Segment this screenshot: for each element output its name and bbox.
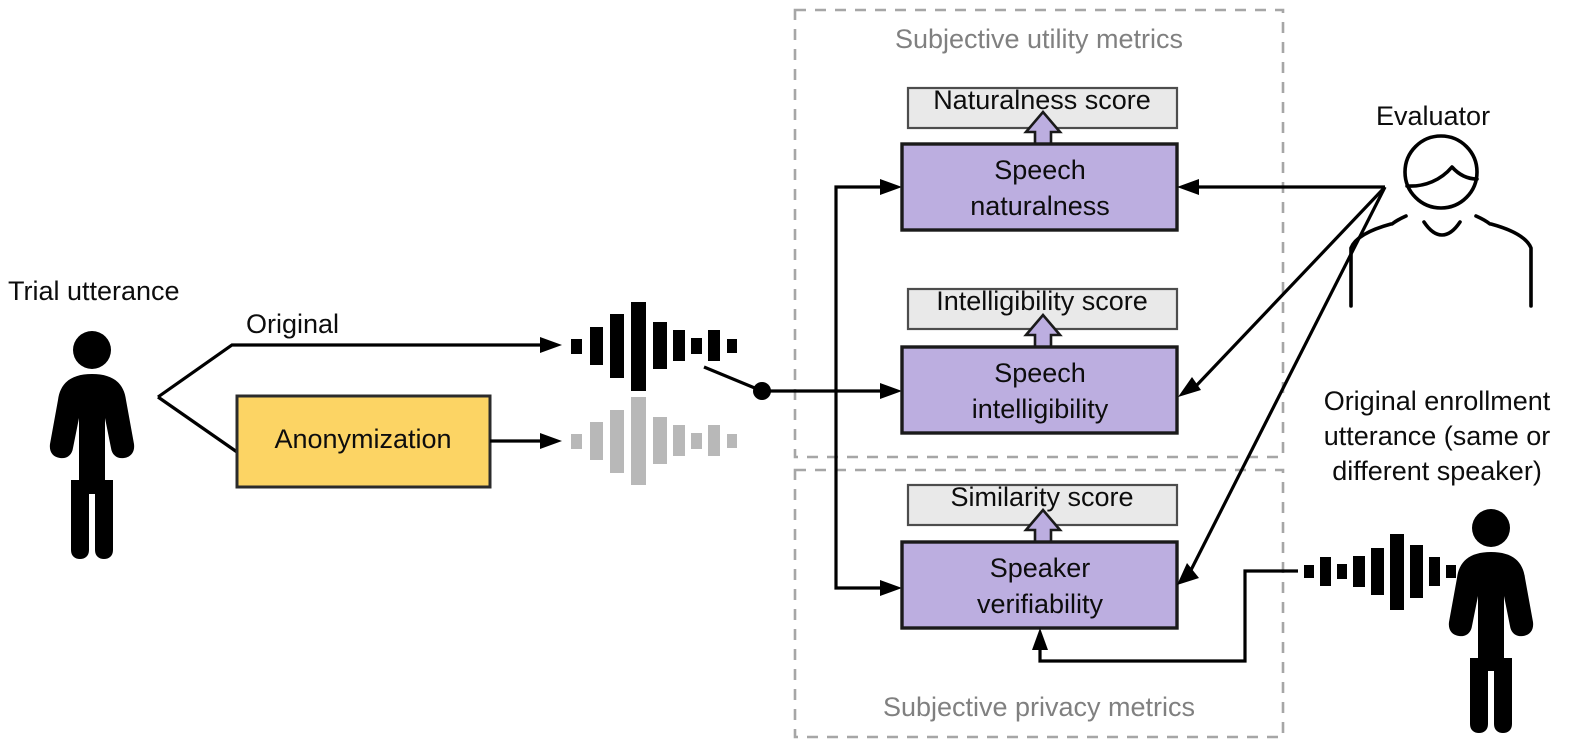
original-waveform-icon xyxy=(571,302,737,391)
fork-to-anonymization-edge xyxy=(157,395,238,454)
arrowhead-to-verifiability xyxy=(880,580,902,596)
evaluator-label: Evaluator xyxy=(1376,101,1490,131)
arrowhead-anonymized xyxy=(540,433,562,449)
trial-utterance-label: Trial utterance xyxy=(8,276,180,306)
group-title-privacy: Subjective privacy metrics xyxy=(883,692,1195,722)
score-label-intelligibility: Intelligibility score xyxy=(936,286,1148,316)
score-box-verifiability xyxy=(906,483,1179,527)
metric-box-intelligibility[interactable] xyxy=(900,345,1179,435)
arrowhead-to-naturalness xyxy=(880,179,902,195)
arrowhead-original xyxy=(540,337,562,353)
metric-label-intelligibility-line1: Speech xyxy=(994,358,1086,388)
group-title-utility: Subjective utility metrics xyxy=(895,24,1183,54)
anonymization-box[interactable] xyxy=(235,394,492,489)
enrollment-speaker-person-icon xyxy=(1448,509,1534,733)
anonymized-waveform-icon xyxy=(571,397,737,485)
arrowhead-to-intelligibility xyxy=(880,383,902,399)
metric-label-verifiability-line2: verifiability xyxy=(977,589,1104,619)
score-label-verifiability: Similarity score xyxy=(950,482,1133,512)
evaluator-to-verifiability-edge xyxy=(1188,186,1387,573)
metric-box-verifiability[interactable] xyxy=(900,540,1179,630)
block-arrow-intelligibility xyxy=(1023,312,1063,349)
group-box-utility xyxy=(793,8,1285,459)
arrowhead-eval-verifiability xyxy=(1177,563,1199,585)
evaluator-to-intelligibility-edge xyxy=(1194,185,1387,388)
evaluator-bust-icon xyxy=(1349,134,1533,308)
enrollment-waveform-icon xyxy=(1304,534,1456,610)
score-label-naturalness: Naturalness score xyxy=(933,85,1151,115)
arrowhead-eval-naturalness xyxy=(1177,179,1199,195)
anonymization-label: Anonymization xyxy=(274,424,451,454)
group-box-privacy xyxy=(793,468,1285,739)
metric-label-naturalness-line1: Speech xyxy=(994,155,1086,185)
metric-label-verifiability-line1: Speaker xyxy=(990,553,1091,583)
metric-box-naturalness[interactable] xyxy=(900,142,1179,232)
fork-to-original-edge xyxy=(157,343,546,399)
block-arrow-verifiability xyxy=(1023,507,1063,544)
original-branch-label: Original xyxy=(246,309,339,339)
enrollment-to-verifiability-edge xyxy=(1038,569,1298,663)
metric-label-naturalness-line2: naturalness xyxy=(970,191,1110,221)
arrowhead-enrollment-verifiability xyxy=(1032,628,1048,650)
waveform-to-junction-edge xyxy=(703,365,763,393)
enrollment-note-line1: Original enrollment xyxy=(1324,386,1551,416)
bus-to-metrics-edge xyxy=(762,185,886,590)
metric-label-intelligibility-line2: intelligibility xyxy=(972,394,1109,424)
enrollment-note-line3: different speaker) xyxy=(1332,456,1542,486)
arrowhead-eval-intelligibility xyxy=(1178,377,1201,397)
trial-speaker-person-icon xyxy=(49,331,135,559)
enrollment-note-line2: utterance (same or xyxy=(1324,421,1551,451)
block-arrow-naturalness xyxy=(1023,109,1063,146)
